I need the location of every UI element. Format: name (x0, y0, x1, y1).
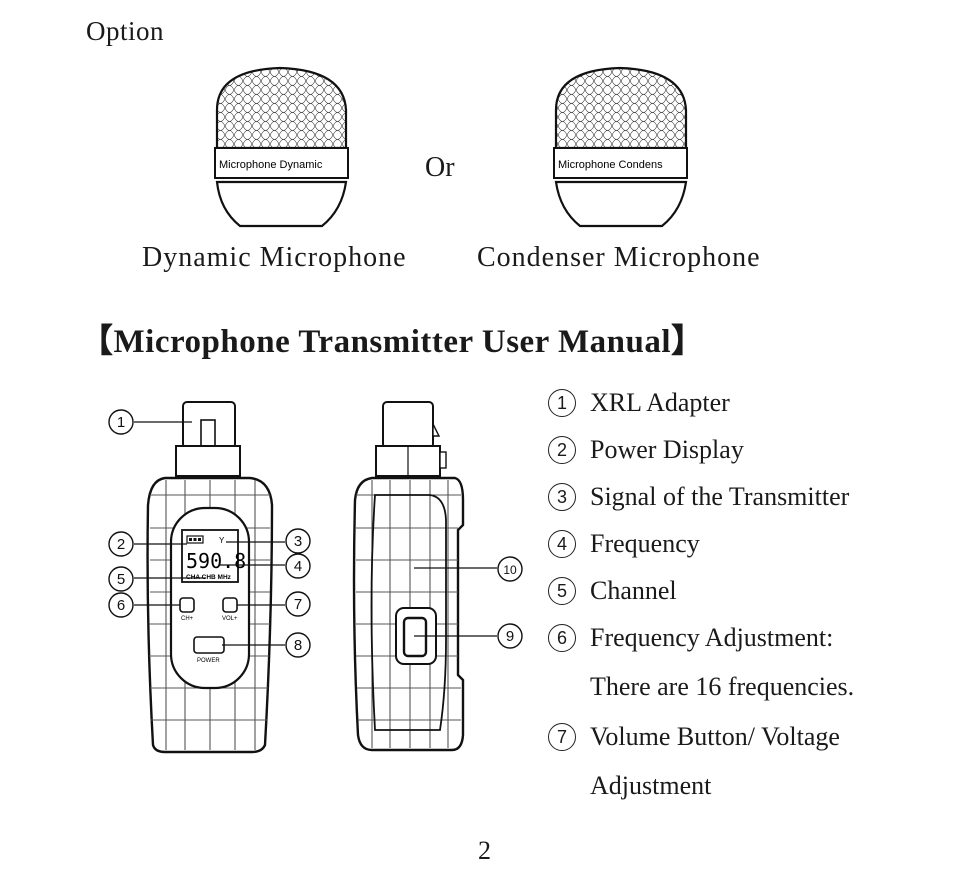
svg-text:9: 9 (506, 628, 514, 645)
frequency-readout: 590.8 (186, 549, 246, 573)
legend-text: Adjustment (590, 771, 712, 800)
legend-item: 6 Frequency Adjustment: (548, 620, 968, 669)
section-title: 【Microphone Transmitter User Manual】 (80, 324, 705, 360)
legend-text: Power Display (590, 435, 744, 464)
legend-text: Channel (590, 576, 677, 605)
legend-number: 3 (548, 483, 576, 511)
svg-text:3: 3 (294, 533, 302, 550)
callout-7: 7 (285, 591, 311, 617)
signal-glyph: Y (219, 536, 225, 545)
condenser-mic-caption: Condenser Microphone (477, 242, 761, 273)
svg-text:2: 2 (117, 536, 125, 553)
callout-10: 10 (497, 556, 523, 582)
svg-text:7: 7 (294, 596, 302, 613)
dynamic-mic-caption: Dynamic Microphone (142, 242, 407, 273)
or-label: Or (425, 152, 455, 183)
vol-button-label: VOL+ (222, 616, 238, 622)
legend-number: 5 (548, 577, 576, 605)
callout-6: 6 (108, 592, 134, 618)
legend-number: 1 (548, 389, 576, 417)
legend-text: Frequency Adjustment: (590, 623, 834, 652)
legend-item-continuation: Adjustment (548, 768, 968, 818)
condenser-band-label: Microphone Condens (558, 159, 663, 171)
feature-legend: 1 XRL Adapter 2 Power Display 3 Signal of t… (548, 385, 968, 818)
legend-item: 5 Channel (548, 573, 968, 620)
callout-1: 1 (108, 409, 134, 435)
legend-text: Volume Button/ Voltage (590, 722, 840, 751)
callout-2: 2 (108, 531, 134, 557)
power-button-label: POWER (197, 658, 220, 664)
legend-item: 7 Volume Button/ Voltage (548, 719, 968, 768)
legend-number: 7 (548, 723, 576, 751)
legend-item: 3 Signal of the Transmitter (548, 479, 968, 526)
legend-text: Frequency (590, 529, 700, 558)
legend-item-continuation: There are 16 frequencies. (548, 669, 968, 719)
legend-item: 1 XRL Adapter (548, 385, 968, 432)
legend-item: 2 Power Display (548, 432, 968, 479)
legend-text: XRL Adapter (590, 388, 730, 417)
channel-readout: CHA CHB MHz (186, 574, 232, 581)
legend-text: Signal of the Transmitter (590, 482, 850, 511)
svg-text:1: 1 (117, 414, 125, 431)
svg-text:5: 5 (117, 571, 125, 588)
legend-item: 4 Frequency (548, 526, 968, 573)
callout-9: 9 (497, 623, 523, 649)
svg-text:6: 6 (117, 597, 125, 614)
legend-number: 2 (548, 436, 576, 464)
transmitter-side-view (352, 401, 497, 752)
dynamic-mic-head: Microphone Dynamic (214, 66, 349, 228)
callout-8: 8 (285, 632, 311, 658)
legend-text: There are 16 frequencies. (590, 672, 855, 701)
ch-button-label: CH+ (181, 616, 194, 622)
svg-text:8: 8 (294, 637, 302, 654)
page-number: 2 (478, 836, 491, 865)
callout-5: 5 (108, 566, 134, 592)
callout-3: 3 (285, 528, 311, 554)
condenser-mic-head: Microphone Condens (553, 66, 688, 228)
svg-text:4: 4 (294, 558, 302, 575)
legend-number: 4 (548, 530, 576, 558)
dynamic-band-label: Microphone Dynamic (219, 159, 323, 171)
option-label: Option (86, 16, 165, 46)
transmitter-front-view: Y 590.8 CHA CHB MHz CH+ VOL+ POWER (134, 401, 285, 754)
svg-text:10: 10 (503, 563, 517, 577)
legend-number: 6 (548, 624, 576, 652)
callout-4: 4 (285, 553, 311, 579)
